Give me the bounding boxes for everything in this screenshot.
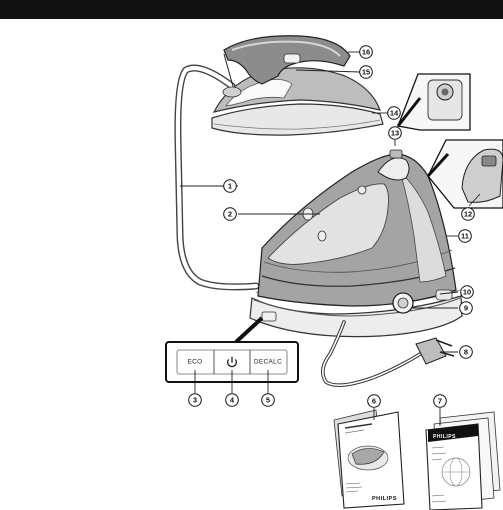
header-bar xyxy=(0,0,503,19)
inset-tank-detail xyxy=(426,139,503,209)
callout-12: 12 xyxy=(461,207,475,221)
base-station xyxy=(249,149,463,338)
svg-text:4: 4 xyxy=(230,396,235,405)
callout-11: 11 xyxy=(458,229,472,243)
callout-7: 7 xyxy=(433,394,447,408)
control-panel-zoom: ECO DECALC xyxy=(165,316,299,383)
booklet-brand-text: PHILIPS xyxy=(372,496,397,502)
eco-button: ECO xyxy=(188,359,203,366)
svg-text:14: 14 xyxy=(390,109,399,118)
callout-13: 13 xyxy=(388,126,402,140)
svg-text:8: 8 xyxy=(464,348,468,357)
leader-lines xyxy=(180,51,481,426)
callout-16: 16 xyxy=(359,45,373,59)
svg-text:11: 11 xyxy=(461,232,469,241)
svg-text:12: 12 xyxy=(464,210,472,219)
callout-1: 1 xyxy=(223,179,237,193)
svg-text:9: 9 xyxy=(464,304,468,313)
power-icon xyxy=(226,356,238,368)
callout-4: 4 xyxy=(225,393,239,407)
leaflet-stack: PHILIPS xyxy=(425,411,501,510)
iron xyxy=(211,35,384,136)
callout-15: 15 xyxy=(359,65,373,79)
decalc-button: DECALC xyxy=(254,359,282,366)
svg-text:1: 1 xyxy=(228,182,232,191)
svg-text:13: 13 xyxy=(391,129,399,138)
callout-3: 3 xyxy=(188,393,202,407)
svg-text:10: 10 xyxy=(463,288,471,297)
svg-text:16: 16 xyxy=(362,48,370,57)
callout-8: 8 xyxy=(459,345,473,359)
callout-5: 5 xyxy=(261,393,275,407)
svg-text:15: 15 xyxy=(362,68,370,77)
leaflet-brand-text: PHILIPS xyxy=(433,434,456,440)
callout-14: 14 xyxy=(387,106,401,120)
inset-button-detail xyxy=(396,73,471,131)
svg-text:3: 3 xyxy=(193,396,197,405)
supply-hose xyxy=(174,64,260,291)
svg-text:2: 2 xyxy=(228,210,232,219)
power-cord xyxy=(321,320,455,387)
callout-9: 9 xyxy=(459,301,473,315)
svg-text:7: 7 xyxy=(438,397,442,406)
callout-2: 2 xyxy=(223,207,237,221)
callout-10: 10 xyxy=(460,285,474,299)
svg-text:5: 5 xyxy=(266,396,270,405)
user-manual-booklet: PHILIPS xyxy=(333,409,405,509)
svg-text:6: 6 xyxy=(372,397,376,406)
callout-6: 6 xyxy=(367,394,381,408)
